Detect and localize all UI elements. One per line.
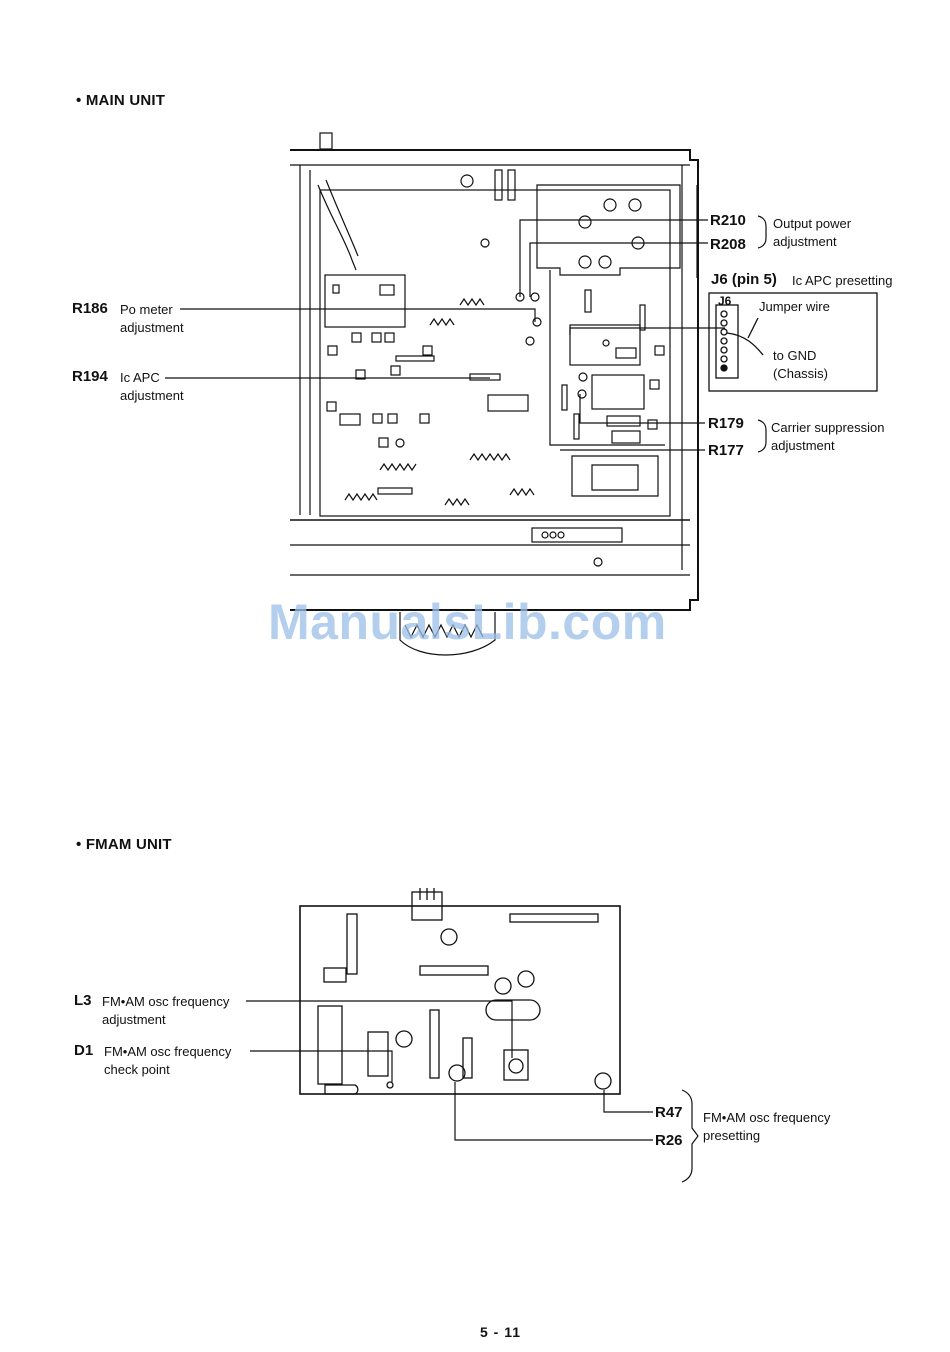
l3-ref: L3: [74, 992, 92, 1009]
fmam-board: [299, 888, 621, 1095]
l3-desc-line2: adjustment: [102, 1012, 166, 1027]
d1-desc-line1: FM•AM osc frequency: [104, 1044, 232, 1059]
d1-ref: D1: [74, 1042, 94, 1059]
r186-desc-line2: adjustment: [120, 320, 184, 335]
fmam-unit-heading: • FMAM UNIT: [76, 836, 172, 853]
presetting-desc: FM•AM osc frequency presetting: [703, 1109, 830, 1145]
output-power-line1: Output power: [773, 216, 852, 231]
r194-desc-line1: Ic APC: [120, 370, 160, 385]
l3-desc-line1: FM•AM osc frequency: [102, 994, 230, 1009]
to-gnd-label: to GND (Chassis): [773, 347, 828, 383]
page-number: 5 - 11: [480, 1324, 522, 1340]
r208-ref: R208: [710, 236, 746, 253]
r194-desc-line2: adjustment: [120, 388, 184, 403]
r194-ref: R194: [72, 368, 108, 385]
r210-ref: R210: [710, 212, 746, 229]
carrier-desc-line1: Carrier suppression: [771, 420, 885, 435]
output-power-desc: Output power adjustment: [773, 215, 851, 251]
r194-desc: Ic APC adjustment: [120, 369, 184, 405]
d1-desc-line2: check point: [104, 1062, 170, 1077]
to-gnd-line1: to GND: [773, 348, 817, 363]
r179-ref: R179: [708, 415, 744, 432]
r186-desc: Po meter adjustment: [120, 301, 184, 337]
to-gnd-line2: (Chassis): [773, 366, 828, 381]
carrier-desc-line2: adjustment: [771, 438, 835, 453]
r177-ref: R177: [708, 442, 744, 459]
jumper-wire-label: Jumper wire: [759, 299, 830, 314]
output-power-line2: adjustment: [773, 234, 837, 249]
r26-ref: R26: [655, 1132, 683, 1149]
r47-ref: R47: [655, 1104, 683, 1121]
presetting-desc-line2: presetting: [703, 1128, 761, 1143]
r186-ref: R186: [72, 300, 108, 317]
d1-desc: FM•AM osc frequency check point: [104, 1043, 231, 1079]
j6-desc: Ic APC presetting: [792, 273, 893, 288]
main-unit-heading: • MAIN UNIT: [76, 92, 166, 109]
j6-ref: J6 (pin 5): [711, 271, 777, 288]
watermark: ManualsLib.com: [268, 594, 667, 650]
carrier-desc: Carrier suppression adjustment: [771, 419, 884, 455]
r186-desc-line1: Po meter: [120, 302, 173, 317]
j6-box-title: J6: [718, 294, 732, 308]
l3-desc: FM•AM osc frequency adjustment: [102, 993, 229, 1029]
presetting-desc-line1: FM•AM osc frequency: [703, 1110, 831, 1125]
